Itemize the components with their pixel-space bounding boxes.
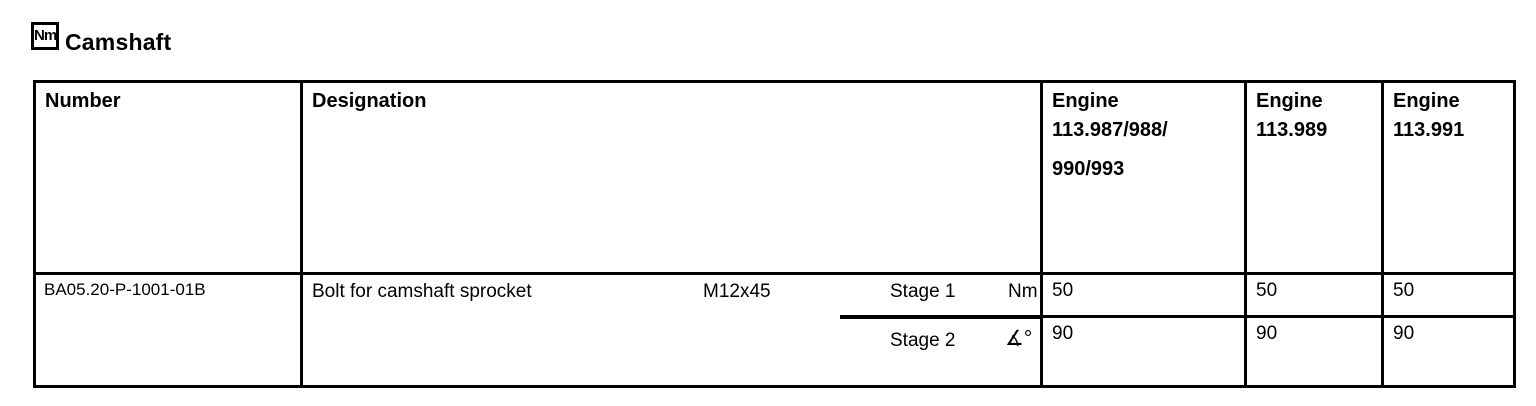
row-designation-cell: Bolt for camshaft sprocket M12x45 Stage … xyxy=(300,275,1040,385)
col-header-engine-2: Engine 113.989 xyxy=(1244,83,1381,275)
col-header-number: Number xyxy=(36,83,300,275)
col-header-engine-1: Engine 113.987/988/ 990/993 xyxy=(1040,83,1244,275)
section-title-row: Nm Camshaft xyxy=(31,22,171,54)
value-stage2-engine1: 90 xyxy=(1040,318,1244,385)
col-header-designation-label: Designation xyxy=(312,90,427,112)
stage-2-angle-degree-symbol: ∡° xyxy=(1005,327,1033,350)
stage-divider-rule xyxy=(840,315,1040,319)
document-number: BA05.20-P-1001-01B xyxy=(44,280,206,299)
value-stage1-engine2: 50 xyxy=(1244,275,1381,318)
engine-1-word: Engine xyxy=(1052,90,1119,112)
stage-1-unit-nm: Nm xyxy=(1008,281,1038,302)
nm-torque-icon: Nm xyxy=(31,22,59,50)
value-stage2-engine2: 90 xyxy=(1244,318,1381,385)
stage-1-label: Stage 1 xyxy=(890,281,956,302)
thread-size-text: M12x45 xyxy=(703,281,771,302)
engine-2-word: Engine xyxy=(1256,90,1323,112)
engine-1-models-extra: 990/993 xyxy=(1052,158,1125,180)
col-header-designation: Designation xyxy=(300,83,1040,275)
engine-3-word: Engine xyxy=(1393,90,1460,112)
engine-2-models: 113.989 xyxy=(1256,119,1328,141)
value-stage1-engine1: 50 xyxy=(1040,275,1244,318)
designation-text: Bolt for camshaft sprocket xyxy=(312,281,532,302)
row-number-cell: BA05.20-P-1001-01B xyxy=(36,275,300,385)
col-header-engine-3: Engine 113.991 xyxy=(1381,83,1513,275)
engine-1-models: 113.987/988/ xyxy=(1052,119,1168,141)
engine-3-models: 113.991 xyxy=(1393,119,1465,141)
torque-spec-table: Number Designation Engine 113.987/988/ 9… xyxy=(33,80,1516,388)
value-stage1-engine3: 50 xyxy=(1381,275,1513,318)
col-header-number-label: Number xyxy=(45,90,121,112)
page-title: Camshaft xyxy=(65,29,172,55)
value-stage2-engine3: 90 xyxy=(1381,318,1513,385)
stage-2-label: Stage 2 xyxy=(890,330,956,351)
